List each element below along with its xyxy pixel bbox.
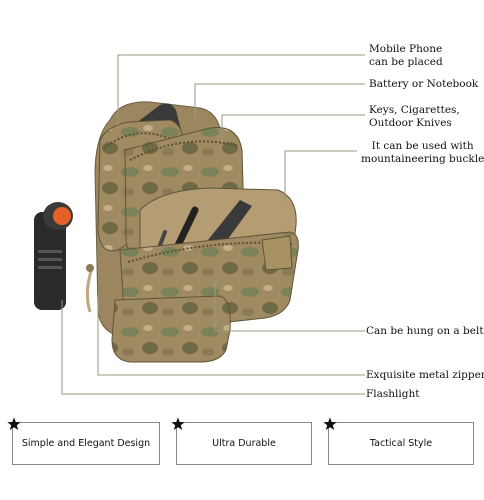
star-icon (7, 417, 21, 430)
feature-box-durable: Ultra Durable (171, 417, 312, 465)
feature-box-tactical: Tactical Style (323, 417, 474, 465)
callout-mobile-phone: Mobile Phone can be placed (369, 43, 443, 69)
callout-keys-line2: Outdoor Knives (369, 117, 452, 129)
feature-label-durable: Ultra Durable (212, 438, 276, 449)
star-icon (171, 417, 185, 430)
callout-flashlight: Flashlight (366, 388, 420, 400)
star-icon (323, 417, 337, 430)
callout-mobile-phone-line1: Mobile Phone (369, 43, 443, 55)
callout-mountaineering-line2: mountaineering buckle (361, 153, 484, 165)
callout-belt: Can be hung on a belt (366, 325, 484, 337)
callout-mobile-phone-line2: can be placed (369, 56, 443, 68)
callout-keys: Keys, Cigarettes, Outdoor Knives (369, 104, 460, 130)
callout-mountaineering: It can be used with mountaineering buckl… (361, 140, 484, 166)
callout-zipper: Exquisite metal zipper (366, 369, 484, 381)
callout-mountaineering-line1: It can be used with (371, 140, 474, 152)
callout-battery: Battery or Notebook (369, 78, 479, 90)
feature-box-design: Simple and Elegant Design (7, 417, 160, 465)
feature-label-design: Simple and Elegant Design (21, 438, 151, 449)
callout-keys-line1: Keys, Cigarettes, (369, 104, 460, 116)
feature-label-tactical: Tactical Style (369, 438, 433, 449)
